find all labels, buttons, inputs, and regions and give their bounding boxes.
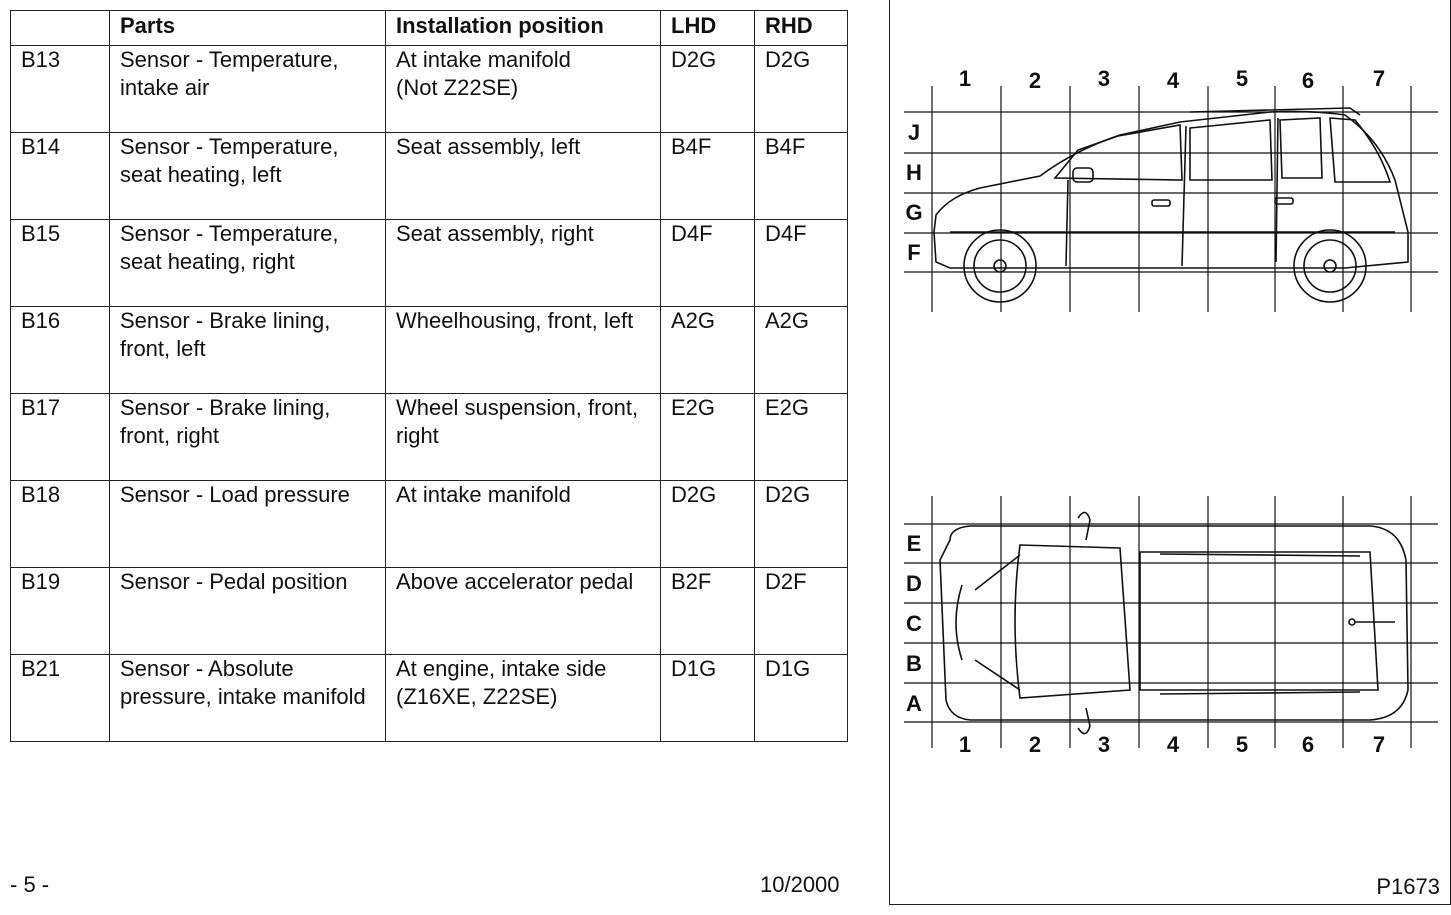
table-header-row: Parts Installation position LHD RHD: [10, 10, 848, 46]
cell-rhd: D2F: [754, 567, 848, 655]
cell-part: Sensor - Absolute pressure, intake manif…: [109, 654, 386, 742]
cell-position: At intake manifold (Not Z22SE): [385, 45, 661, 133]
cell-position: Wheelhousing, front, left: [385, 306, 661, 394]
cell-rhd: D2G: [754, 480, 848, 568]
cell-code: B16: [10, 306, 110, 394]
grid-label: 1: [959, 732, 971, 757]
cell-rhd: B4F: [754, 132, 848, 220]
grid-label: 4: [1167, 732, 1180, 757]
grid-label: 6: [1302, 732, 1314, 757]
grid-label: 3: [1098, 732, 1110, 757]
cell-code: B18: [10, 480, 110, 568]
grid-label: 5: [1236, 732, 1248, 757]
cell-part: Sensor - Brake lining, front, left: [109, 306, 386, 394]
grid-label: H: [906, 160, 922, 185]
cell-lhd: D1G: [660, 654, 755, 742]
grid-label: 5: [1236, 66, 1248, 91]
cell-lhd: D4F: [660, 219, 755, 307]
grid-label: 6: [1302, 68, 1314, 93]
cell-part: Sensor - Brake lining, front, right: [109, 393, 386, 481]
cell-lhd: D2G: [660, 45, 755, 133]
cell-lhd: B2F: [660, 567, 755, 655]
grid-label: 1: [959, 66, 971, 91]
cell-position: Seat assembly, right: [385, 219, 661, 307]
cell-lhd: E2G: [660, 393, 755, 481]
grid-label: C: [906, 611, 922, 636]
header-parts: Parts: [109, 10, 386, 46]
grid-label: 7: [1373, 732, 1385, 757]
cell-part: Sensor - Temperature, intake air: [109, 45, 386, 133]
cell-lhd: D2G: [660, 480, 755, 568]
cell-code: B14: [10, 132, 110, 220]
grid-label: 7: [1373, 66, 1385, 91]
cell-rhd: A2G: [754, 306, 848, 394]
cell-rhd: D2G: [754, 45, 848, 133]
cell-lhd: B4F: [660, 132, 755, 220]
cell-position: Wheel suspension, front, right: [385, 393, 661, 481]
header-code: [10, 10, 110, 46]
cell-lhd: A2G: [660, 306, 755, 394]
cell-code: B13: [10, 45, 110, 133]
cell-code: B21: [10, 654, 110, 742]
cell-rhd: D4F: [754, 219, 848, 307]
grid-label: J: [908, 120, 920, 145]
grid-label: B: [906, 651, 922, 676]
cell-part: Sensor - Load pressure: [109, 480, 386, 568]
grid-label: 4: [1167, 68, 1180, 93]
cell-part: Sensor - Temperature, seat heating, left: [109, 132, 386, 220]
cell-position: At engine, intake side (Z16XE, Z22SE): [385, 654, 661, 742]
document-date: 10/2000: [760, 872, 840, 897]
figure-code: P1673: [1376, 874, 1440, 899]
header-position: Installation position: [385, 10, 661, 46]
cell-position: Seat assembly, left: [385, 132, 661, 220]
side-view-car: [933, 107, 1409, 303]
header-rhd: RHD: [754, 10, 848, 46]
grid-label: 2: [1029, 68, 1041, 93]
grid-label: F: [907, 240, 920, 265]
cell-code: B19: [10, 567, 110, 655]
cell-rhd: E2G: [754, 393, 848, 481]
cell-part: Sensor - Temperature, seat heating, righ…: [109, 219, 386, 307]
grid-label: E: [907, 531, 922, 556]
header-lhd: LHD: [660, 10, 755, 46]
cell-position: Above accelerator pedal: [385, 567, 661, 655]
cell-code: B15: [10, 219, 110, 307]
grid-label: A: [906, 691, 922, 716]
grid-label: G: [905, 200, 922, 225]
cell-position: At intake manifold: [385, 480, 661, 568]
grid-label: 3: [1098, 66, 1110, 91]
cell-code: B17: [10, 393, 110, 481]
grid-label: D: [906, 571, 922, 596]
page-number: - 5 -: [10, 872, 50, 897]
cell-part: Sensor - Pedal position: [109, 567, 386, 655]
cell-rhd: D1G: [754, 654, 848, 742]
top-view-car: [939, 511, 1409, 735]
grid-label: 2: [1029, 732, 1041, 757]
